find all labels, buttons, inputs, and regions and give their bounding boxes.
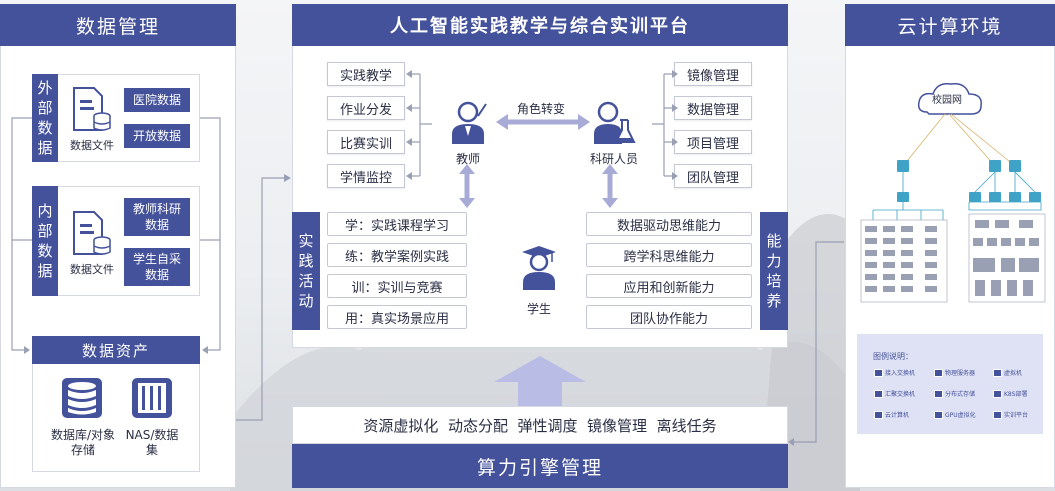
practice-item-train[interactable]: 训：实训与竞赛 <box>327 274 467 298</box>
hospital-data-box[interactable]: 医院数据 <box>124 88 190 112</box>
database-label: 数据库/对象存储 <box>50 428 116 457</box>
practice-activities-label: 实践活动 <box>292 212 320 330</box>
engine-features-bar: 资源虚拟化 动态分配 弹性调度 镜像管理 离线任务 <box>292 406 788 444</box>
teacher-label: 教师 <box>455 152 480 166</box>
platform-title: 人工智能实践教学与综合实训平台 <box>292 4 788 46</box>
legend-gpu-virtualization: GPU虚拟化 <box>934 410 976 419</box>
menu-practice-teaching[interactable]: 实践教学 <box>327 62 405 86</box>
internal-data-label: 内部数据 <box>32 186 58 296</box>
engine-title: 算力引擎管理 <box>292 444 788 488</box>
student-data-box[interactable]: 学生自采数据 <box>124 248 190 286</box>
campus-network-label: 校园网 <box>932 95 962 106</box>
nas-label: NAS/数据集 <box>125 428 179 457</box>
menu-image-management[interactable]: 镜像管理 <box>674 62 752 86</box>
legend-physical-server: 物理服务器 <box>934 368 975 377</box>
ability-item-interdisciplinary[interactable]: 跨学科思维能力 <box>586 243 752 267</box>
data-assets-title: 数据资产 <box>32 336 200 364</box>
menu-project-management[interactable]: 项目管理 <box>674 130 752 154</box>
document-icon <box>73 87 111 131</box>
practice-item-apply[interactable]: 用：真实场景应用 <box>327 305 467 329</box>
external-file-label: 数据文件 <box>70 139 114 152</box>
external-data-label: 外部数据 <box>32 74 58 162</box>
legend-k8s: K8S部署 <box>993 389 1028 398</box>
legend-distributed-storage: 分布式存储 <box>934 389 975 398</box>
legend-cloud-pc: 云计算机 <box>874 410 909 419</box>
role-switch-label: 角色转变 <box>516 102 565 116</box>
database-icon <box>62 378 102 418</box>
network-topology <box>860 82 1046 303</box>
legend-training-platform: 实训平台 <box>993 410 1028 419</box>
up-arrow-icon <box>494 356 586 408</box>
researcher-icon <box>594 101 636 144</box>
menu-data-management[interactable]: 数据管理 <box>674 96 752 120</box>
ability-item-teamwork[interactable]: 团队协作能力 <box>586 305 752 329</box>
ability-cultivation-label: 能力培养 <box>760 212 788 330</box>
cloud-title: 云计算环境 <box>845 4 1055 46</box>
teacher-research-data-box[interactable]: 教师科研数据 <box>124 198 190 236</box>
practice-item-exercise[interactable]: 练：教学案例实践 <box>327 243 467 267</box>
menu-homework[interactable]: 作业分发 <box>327 96 405 120</box>
student-label: 学生 <box>526 302 551 316</box>
ability-item-data-driven[interactable]: 数据驱动思维能力 <box>586 212 752 236</box>
ability-item-innovation[interactable]: 应用和创新能力 <box>586 274 752 298</box>
internal-file-label: 数据文件 <box>70 263 114 276</box>
teacher-icon <box>452 101 487 144</box>
menu-learning-monitor[interactable]: 学情监控 <box>327 164 405 188</box>
document-icon <box>73 211 111 255</box>
legend-box <box>857 334 1043 434</box>
practice-item-learn[interactable]: 学：实践课程学习 <box>327 212 467 236</box>
menu-connectors <box>406 70 678 208</box>
legend-access-switch: 接入交换机 <box>874 368 915 377</box>
researcher-label: 科研人员 <box>589 152 638 166</box>
menu-competition[interactable]: 比赛实训 <box>327 130 405 154</box>
student-icon <box>522 246 556 290</box>
menu-team-management[interactable]: 团队管理 <box>674 164 752 188</box>
legend-aggregation-switch: 汇聚交换机 <box>874 389 915 398</box>
legend-title: 图例说明： <box>873 352 913 361</box>
data-management-title: 数据管理 <box>0 4 236 46</box>
legend-vm: 虚拟机 <box>993 368 1022 377</box>
nas-icon <box>132 378 172 418</box>
cloud-connector <box>788 241 844 446</box>
open-data-box[interactable]: 开放数据 <box>124 124 190 148</box>
left-connectors <box>11 117 291 421</box>
